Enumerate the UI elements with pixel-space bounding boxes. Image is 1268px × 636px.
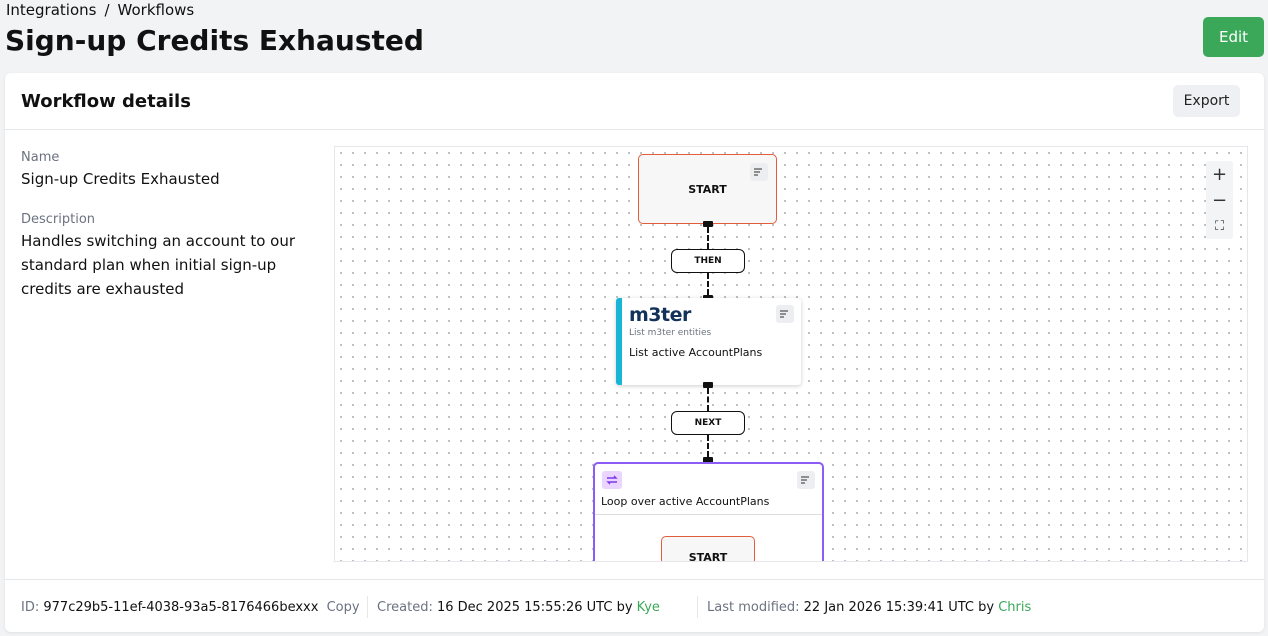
m3ter-node-subtitle: List m3ter entities (629, 328, 712, 338)
created-by-user[interactable]: Kye (636, 600, 660, 615)
name-value: Sign-up Credits Exhausted (21, 170, 220, 188)
zoom-out-icon[interactable]: − (1211, 189, 1228, 211)
start-node[interactable]: START (638, 154, 777, 224)
breadcrumb-workflows[interactable]: Workflows (117, 1, 195, 19)
handle[interactable] (703, 221, 713, 227)
breadcrumb-integrations[interactable]: Integrations (6, 1, 97, 19)
modified-value: 22 Jan 2026 15:39:41 UTC by (803, 600, 995, 615)
breadcrumb-separator: / (104, 1, 110, 19)
loop-node-title: Loop over active AccountPlans (601, 495, 770, 508)
loop-icon (602, 471, 622, 489)
workflow-details-card: Workflow details Export Name Sign-up Cre… (5, 73, 1264, 632)
inner-start-label: START (688, 551, 728, 562)
copy-button[interactable]: Copy (326, 600, 360, 615)
card-header: Workflow details Export (5, 73, 1264, 130)
next-edge-label[interactable]: NEXT (671, 411, 745, 435)
description-label: Description (21, 212, 96, 227)
m3ter-logo: m3ter (629, 304, 691, 326)
id-field: ID: 977c29b5-11ef-4038-93a5-8176466bexxx… (21, 600, 360, 616)
handle[interactable] (703, 457, 713, 463)
created-value: 16 Dec 2025 15:55:26 UTC by (436, 600, 633, 615)
loop-node[interactable]: Loop over active AccountPlans START (593, 462, 824, 562)
modified-field: Last modified: 22 Jan 2026 15:39:41 UTC … (707, 600, 1031, 616)
inner-start-node[interactable]: START (661, 536, 755, 562)
name-label: Name (21, 150, 60, 165)
node-menu-icon[interactable] (750, 163, 768, 181)
node-menu-icon[interactable] (797, 471, 815, 489)
created-label: Created: (377, 600, 433, 615)
divider (595, 514, 822, 515)
connector-line (707, 388, 709, 411)
connector-line (707, 435, 709, 457)
then-edge-label[interactable]: THEN (671, 249, 745, 273)
start-node-label: START (688, 183, 727, 196)
details-panel: Name Sign-up Credits Exhausted Descripti… (21, 149, 321, 301)
fit-view-icon[interactable]: ⛶ (1214, 218, 1225, 234)
divider (367, 596, 368, 618)
zoom-controls: + − ⛶ (1206, 161, 1233, 239)
page-title: Sign-up Credits Exhausted (5, 24, 424, 57)
node-menu-icon[interactable] (776, 305, 794, 323)
connector-line (707, 273, 709, 295)
created-field: Created: 16 Dec 2025 15:55:26 UTC by Kye (377, 600, 660, 616)
card-title: Workflow details (21, 91, 191, 112)
divider (697, 596, 698, 618)
edit-button[interactable]: Edit (1203, 17, 1264, 57)
zoom-in-icon[interactable]: + (1211, 163, 1228, 185)
id-label: ID: (21, 600, 40, 615)
handle[interactable] (703, 382, 713, 388)
m3ter-node[interactable]: m3ter List m3ter entities List active Ac… (616, 298, 801, 385)
card-footer: ID: 977c29b5-11ef-4038-93a5-8176466bexxx… (5, 579, 1264, 632)
workflow-canvas[interactable]: START THEN m3ter List m3ter entities Lis… (334, 146, 1248, 562)
id-value: 977c29b5-11ef-4038-93a5-8176466bexxx (43, 600, 319, 615)
modified-by-user[interactable]: Chris (998, 600, 1032, 615)
m3ter-node-title: List active AccountPlans (629, 346, 763, 359)
description-value: Handles switching an account to our stan… (21, 232, 295, 298)
export-button[interactable]: Export (1173, 85, 1240, 117)
breadcrumb: Integrations / Workflows (6, 0, 194, 20)
modified-label: Last modified: (707, 600, 800, 615)
connector-line (707, 227, 709, 249)
